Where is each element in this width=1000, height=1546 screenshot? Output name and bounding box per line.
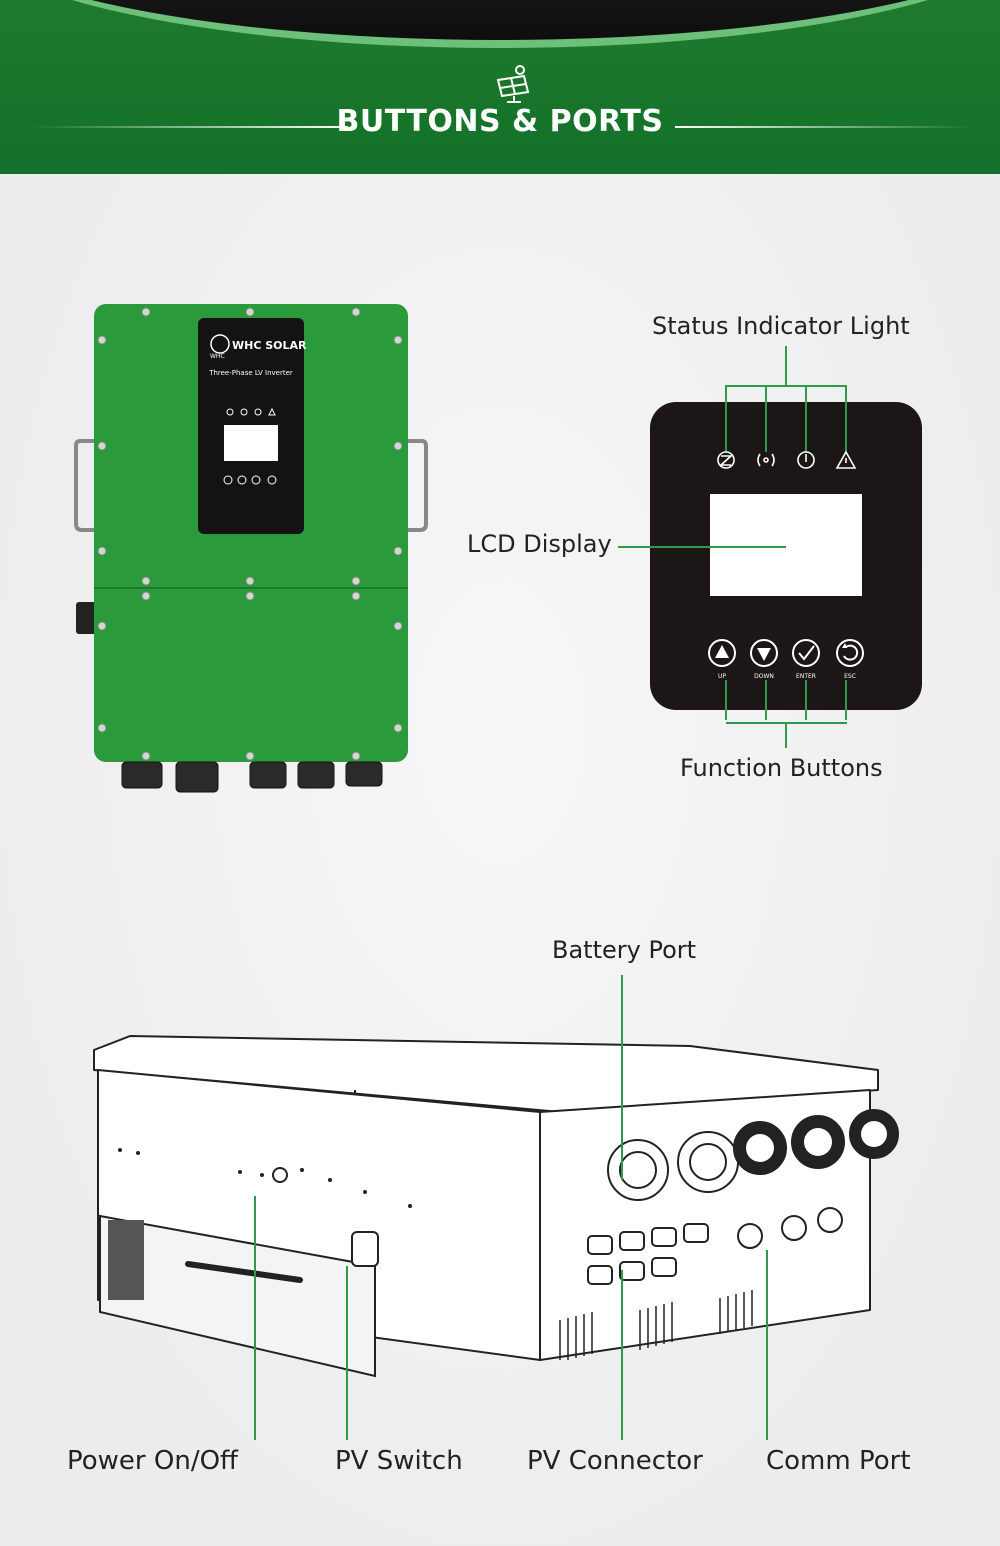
down-arrow-icon[interactable] [750, 639, 778, 667]
status-light-line [785, 346, 787, 386]
status-indicator-label: Status Indicator Light [652, 312, 910, 340]
solar-panel-logo-icon [496, 65, 530, 103]
up-arrow-icon[interactable] [708, 639, 736, 667]
inverter-model: Three-Phase LV Inverter [208, 369, 293, 377]
control-panel-closeup: UP DOWN ENTER ESC [650, 385, 922, 720]
pv-connector-line [621, 1270, 623, 1440]
power-onoff-line [254, 1196, 256, 1440]
comm-port-label: Comm Port [766, 1446, 911, 1476]
function-buttons-line [785, 722, 787, 748]
page-title: BUTTONS & PORTS [336, 104, 664, 139]
esc-return-icon[interactable] [836, 639, 864, 667]
pv-switch-label: PV Switch [335, 1446, 463, 1476]
pv-connector-label: PV Connector [527, 1446, 703, 1476]
grid-status-icon [717, 451, 735, 469]
lcd-display-line [618, 546, 786, 548]
inverter-brand-small: WHC [210, 353, 225, 360]
lcd-display-label: LCD Display [467, 530, 612, 558]
inverter-bottom-view [93, 1035, 899, 1378]
button-label-esc: ESC [844, 673, 856, 680]
banner-divider-left [30, 126, 348, 128]
function-buttons-label: Function Buttons [680, 754, 883, 782]
button-label-up: UP [718, 673, 726, 680]
button-label-enter: ENTER [796, 673, 816, 680]
battery-port-label: Battery Port [552, 936, 697, 964]
inverter-front-view: WHC SOLAR WHC Three-Phase LV Inverter [74, 304, 428, 793]
warning-icon [835, 450, 857, 469]
button-label-down: DOWN [754, 673, 774, 680]
comm-port-line [766, 1250, 768, 1440]
battery-port-line [621, 975, 623, 1180]
pv-switch-line [346, 1266, 348, 1440]
power-onoff-label: Power On/Off [67, 1446, 238, 1476]
header-banner: BUTTONS & PORTS [0, 0, 1000, 174]
power-status-icon [797, 451, 815, 469]
banner-divider-right [675, 126, 975, 128]
wifi-status-icon [757, 453, 775, 467]
inverter-brand: WHC SOLAR [232, 339, 307, 352]
lcd-screen [710, 494, 862, 596]
enter-check-icon[interactable] [792, 639, 820, 667]
banner-dark-arc [0, 0, 1000, 48]
